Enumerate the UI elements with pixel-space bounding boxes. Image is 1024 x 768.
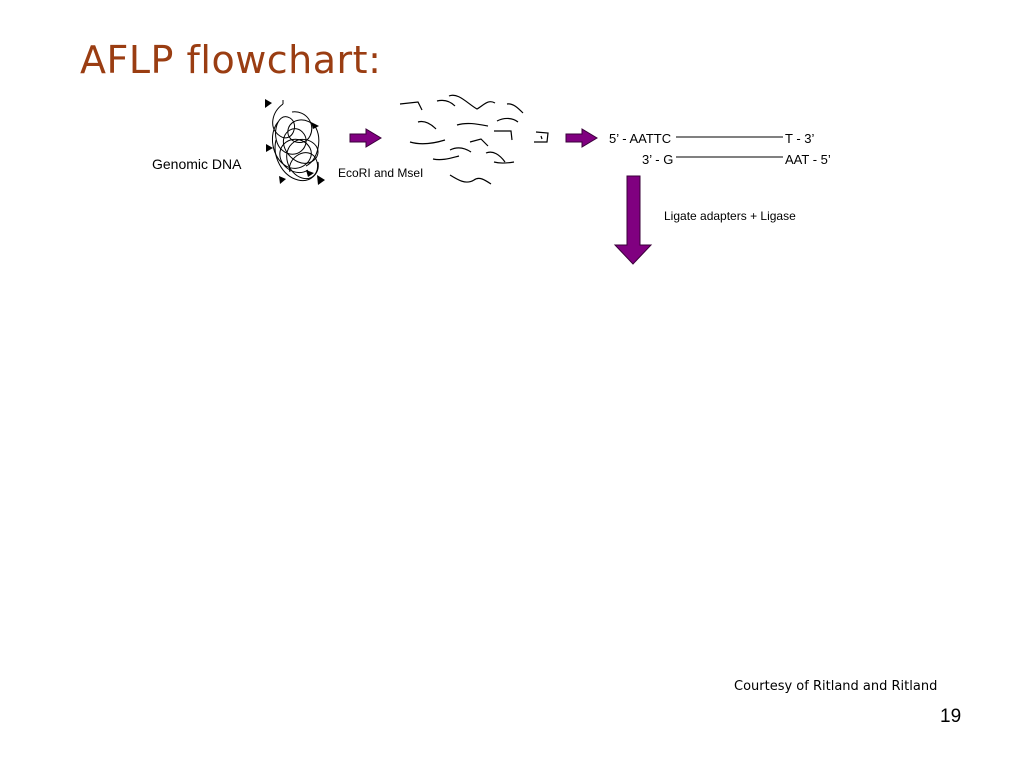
enzyme-label: EcoRI and MseI [338,166,424,180]
dna-fragment-icon [399,94,549,185]
process-arrow-icon [613,175,653,265]
credit-text: Courtesy of Ritland and Ritland [734,679,938,694]
process-arrow-icon [349,128,382,148]
ligate-step-label: Ligate adapters + Ligase [664,209,796,223]
restriction-site-marker-icon [265,99,325,185]
page-number: 19 [940,706,962,727]
process-arrow-icon [565,128,598,148]
genomic-dna-label: Genomic DNA [152,156,242,172]
adapter-bottom-right-label: AAT - 5’ [785,152,831,167]
adapter-top-left-label: 5’ - AATTC [609,131,672,146]
slide-title: AFLP flowchart: [80,38,382,82]
adapter-top-right-label: T - 3’ [785,131,815,146]
adapter-bottom-left-label: 3’ - G [642,152,674,167]
dna-tangle-icon [271,100,320,182]
